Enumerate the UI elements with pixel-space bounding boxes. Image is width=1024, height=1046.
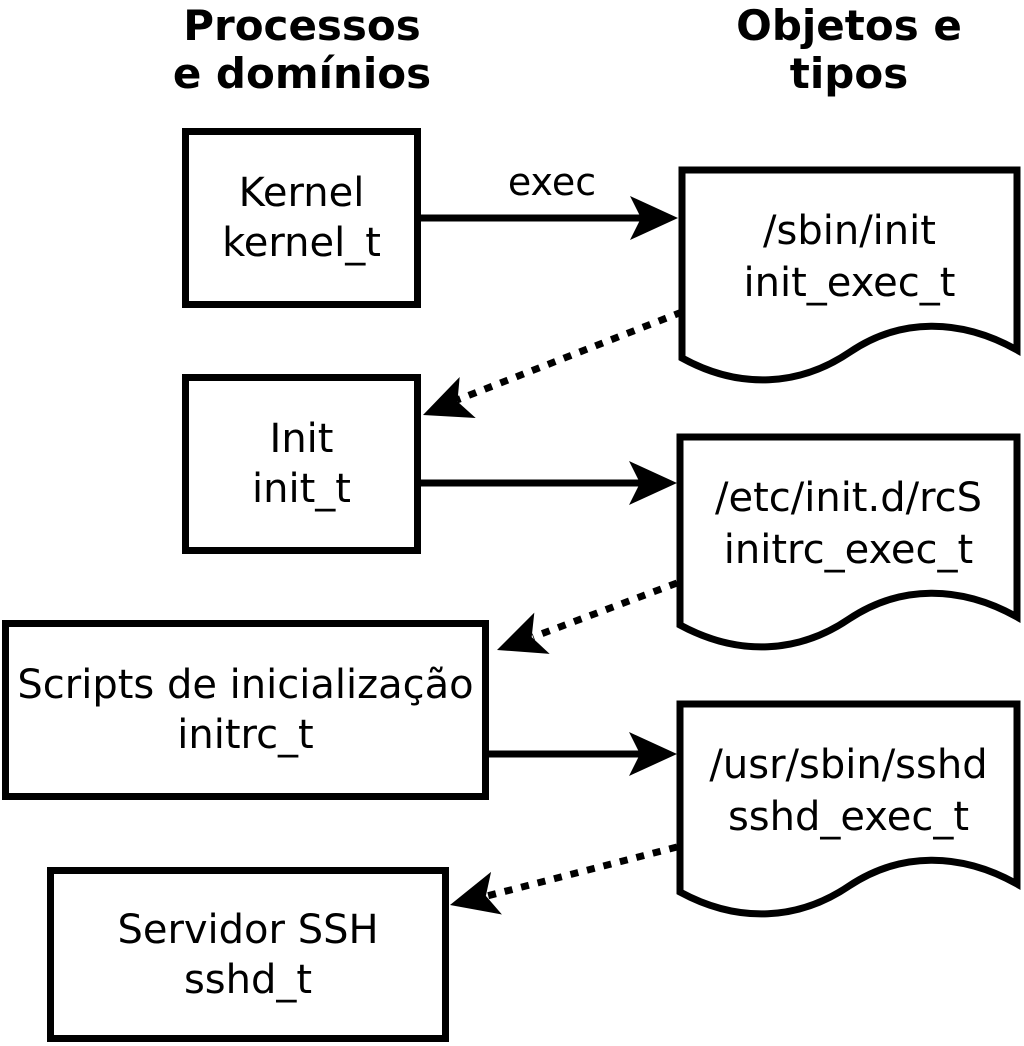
column-header-objects: Objetos e tipos	[639, 2, 1024, 98]
process-box-init-scripts: Scripts de inicialização initrc_t	[2, 620, 489, 800]
exec-arrow-scripts-to-sshd-head	[629, 732, 677, 776]
process-box-kernel: Kernel kernel_t	[182, 128, 421, 308]
document-shape-sbin-init	[678, 166, 1021, 384]
column-header-objects-line2: tipos	[789, 49, 909, 98]
process-box-ssh-server: Servidor SSH sshd_t	[47, 867, 449, 1042]
transition-arrow-init-head	[423, 377, 476, 418]
process-kernel-label: Kernel	[238, 170, 365, 216]
process-init-label: Init	[269, 416, 334, 462]
transition-arrow-sshd-head	[450, 871, 502, 915]
document-shape-etc-initd-rcs	[676, 433, 1021, 651]
exec-arrow-init-to-rcs-head	[629, 461, 677, 505]
process-ssh-server-domain: sshd_t	[183, 956, 313, 1003]
process-box-init: Init init_t	[182, 374, 421, 554]
process-ssh-server-label: Servidor SSH	[117, 906, 379, 953]
transition-arrow-scripts-line	[531, 579, 679, 641]
process-init-domain: init_t	[252, 466, 351, 512]
column-header-processes-line2: e domínios	[172, 49, 432, 98]
column-header-objects-line1: Objetos e	[736, 1, 962, 50]
process-kernel-domain: kernel_t	[222, 220, 381, 266]
column-header-processes: Processos e domínios	[92, 2, 512, 98]
transition-arrow-sshd-line	[486, 843, 678, 900]
document-shape-usr-sbin-sshd	[676, 700, 1021, 918]
process-init-scripts-label: Scripts de inicialização	[17, 662, 474, 708]
column-header-processes-line1: Processos	[183, 1, 421, 50]
exec-arrow-label: exec	[507, 160, 597, 204]
exec-arrow-kernel-to-init-head	[630, 196, 678, 240]
transition-arrow-scripts-head	[497, 612, 550, 654]
transition-arrow-init-line	[455, 308, 684, 404]
process-init-scripts-domain: initrc_t	[177, 712, 314, 758]
